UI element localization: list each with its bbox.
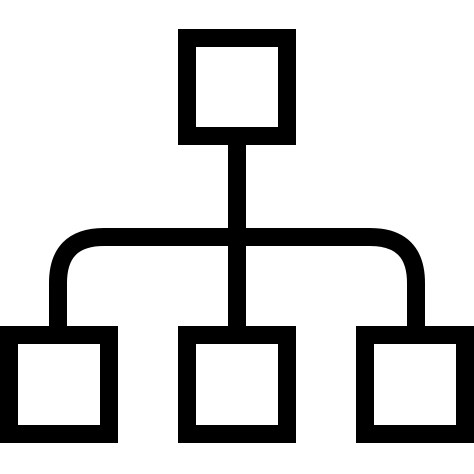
left-child-node-box bbox=[0, 326, 118, 443]
branch-connector bbox=[49, 228, 425, 326]
center-child-node-box bbox=[178, 326, 296, 443]
root-node-box bbox=[178, 29, 296, 145]
right-child-node-box bbox=[356, 326, 474, 443]
